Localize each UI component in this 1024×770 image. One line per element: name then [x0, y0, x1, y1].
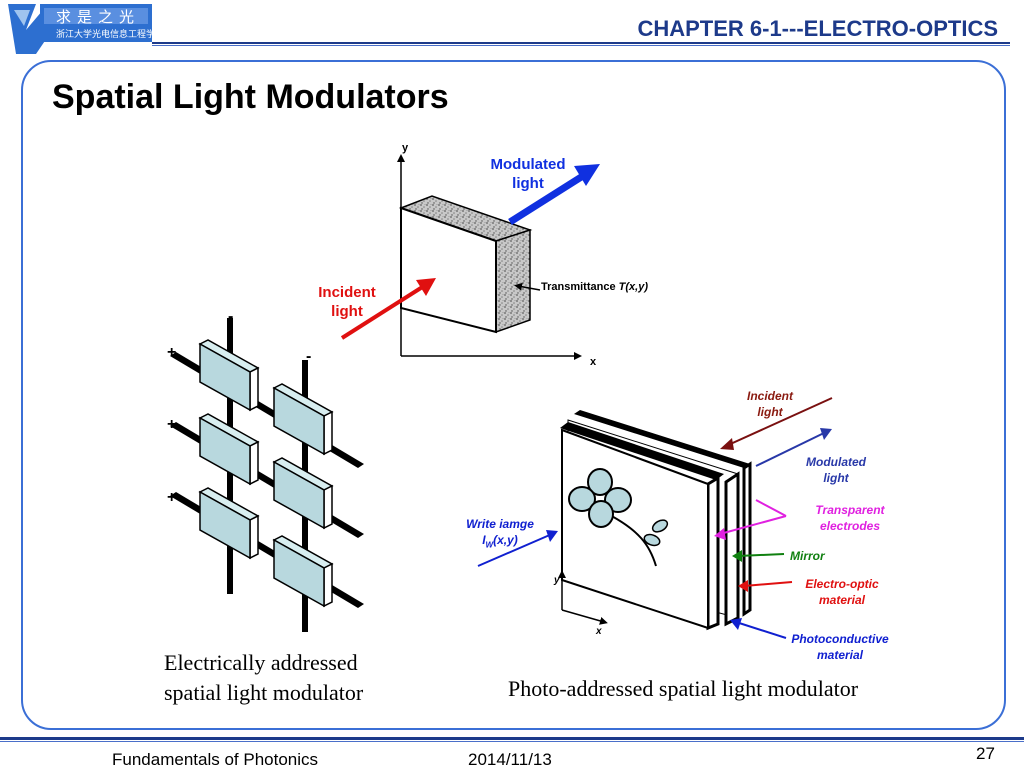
electrode-pointer-1: [755, 499, 787, 517]
right-modulated-label: Modulated light: [794, 454, 878, 486]
electro-optic-label: Electro-optic material: [792, 576, 892, 608]
footer-page-number: 27: [976, 744, 995, 763]
photoconductive-pointer: [735, 621, 787, 639]
photoconductive-line2: material: [816, 648, 864, 662]
electro-optic-line2: material: [818, 593, 866, 607]
modulated-light-arrowhead: [574, 164, 600, 186]
front-plate-top-edge: [560, 422, 724, 480]
right-axis-x-label: x: [596, 626, 602, 637]
transmittance-pointer: [514, 282, 541, 291]
left-caption-line1: Electrically addressed: [164, 650, 358, 675]
photoconductive-arrowhead: [730, 618, 742, 630]
incident-light-arrowhead: [416, 278, 436, 296]
right-incident-arrow: [725, 397, 833, 447]
modulated-light-line2: light: [512, 175, 544, 192]
incident-light-line2: light: [331, 303, 363, 320]
slide-title: Spatial Light Modulators: [52, 78, 449, 116]
write-func-i: I: [482, 533, 486, 547]
top-axis-x-label: x: [590, 356, 597, 368]
header-divider: [152, 42, 1010, 44]
mirror-pointer: [737, 553, 785, 557]
transmittance-function: T(x,y): [618, 281, 648, 293]
right-axis-y-label: y: [554, 575, 560, 586]
right-modulated-arrowhead: [820, 428, 832, 440]
right-modulated-arrow: [755, 431, 827, 467]
mirror-arrowhead: [732, 550, 742, 562]
transparent-electrodes-label: Transparent electrodes: [802, 502, 898, 534]
front-plate-side: [706, 475, 720, 631]
photoconductive-layer: [742, 461, 752, 617]
flower-image: [568, 468, 669, 567]
plate-back-top-edge: [574, 410, 750, 468]
footer-divider-thin: [0, 741, 1024, 742]
top-axis-y-label: y: [402, 142, 409, 154]
right-incident-line2: light: [757, 405, 783, 419]
right-incident-line1: Incident: [746, 389, 793, 403]
plus-sign-1: +: [167, 344, 177, 361]
write-func-sub: W: [485, 540, 494, 550]
header-divider-thin: [152, 45, 1010, 46]
photoconductive-label: Photoconductive material: [780, 631, 900, 663]
write-image-label: Write iamge IW(x,y): [452, 516, 548, 553]
row-electrode-3: [170, 492, 364, 608]
logo-text-bottom: 浙江大学光电信息工程学系: [56, 30, 165, 40]
write-image-line1: Write iamge: [466, 517, 534, 531]
row-electrode-2: [170, 422, 364, 538]
transmittance-text: Transmittance: [541, 281, 619, 293]
pixel-cell-6: [272, 535, 334, 608]
chapter-title: CHAPTER 6-1---ELECTRO-OPTICS: [637, 16, 998, 41]
electro-optic-arrowhead: [738, 580, 748, 592]
mirror-label: Mirror: [790, 549, 825, 563]
university-logo: [0, 0, 160, 58]
content-frame: [21, 60, 1006, 730]
transparent-electrodes-line1: Transparent: [815, 503, 885, 517]
row-electrode-1: [170, 352, 364, 468]
pixel-cell-2: [272, 383, 334, 456]
pixel-cell-4: [272, 457, 334, 530]
left-caption-line2: spatial light modulator: [164, 680, 364, 705]
electrode-pointer-2: [719, 515, 787, 535]
incident-light-line1: Incident: [318, 284, 376, 301]
right-caption: Photo-addressed spatial light modulator: [508, 676, 859, 701]
write-func-rest: (x,y): [493, 533, 518, 547]
electrode-arrowhead: [714, 528, 726, 540]
modulated-light-label: Modulated light: [478, 155, 578, 193]
transmittance-label: Transmittance T(x,y): [541, 281, 648, 293]
incident-light-label: Incident light: [304, 283, 390, 321]
top-slm-diagram: [340, 154, 600, 360]
pixel-cell-1: [198, 339, 260, 412]
transparent-electrodes-line2: electrodes: [819, 519, 881, 533]
write-image-line2: IW(x,y): [452, 532, 548, 553]
photoconductive-line1: Photoconductive: [791, 632, 889, 646]
right-photo-slm: [477, 397, 833, 639]
right-modulated-line2: light: [823, 471, 849, 485]
left-caption: Electrically addressed spatial light mod…: [164, 648, 363, 708]
footer-divider: [0, 737, 1024, 740]
pixel-cell-3: [198, 413, 260, 486]
plus-sign-2: +: [167, 416, 177, 433]
minus-sign-2: -: [306, 348, 312, 365]
write-image-arrow: [477, 533, 553, 567]
minus-sign-1: -: [228, 308, 234, 325]
left-electrode-grid: [170, 318, 364, 632]
electro-optic-line1: Electro-optic: [805, 577, 879, 591]
slm-block-side-face: [495, 228, 531, 334]
pixel-cell-5: [198, 487, 260, 560]
right-modulated-line1: Modulated: [806, 455, 866, 469]
incident-light-arrow: [340, 284, 426, 340]
slm-block-front-face: [400, 206, 497, 334]
modulated-light-arrow: [508, 171, 588, 225]
footer-book-title: Fundamentals of Photonics: [112, 750, 319, 769]
write-image-arrowhead: [546, 530, 558, 542]
footer-date: 2014/11/13: [468, 750, 552, 769]
right-incident-arrowhead: [720, 438, 734, 450]
logo-text-top: 求是之光: [56, 8, 141, 26]
electro-optic-pointer: [743, 581, 793, 587]
right-x-axis: [561, 609, 608, 625]
plus-sign-3: +: [167, 489, 177, 506]
right-incident-label: Incident light: [730, 388, 810, 420]
modulated-light-line1: Modulated: [490, 156, 566, 173]
electro-optic-layer-edge: [724, 471, 740, 627]
